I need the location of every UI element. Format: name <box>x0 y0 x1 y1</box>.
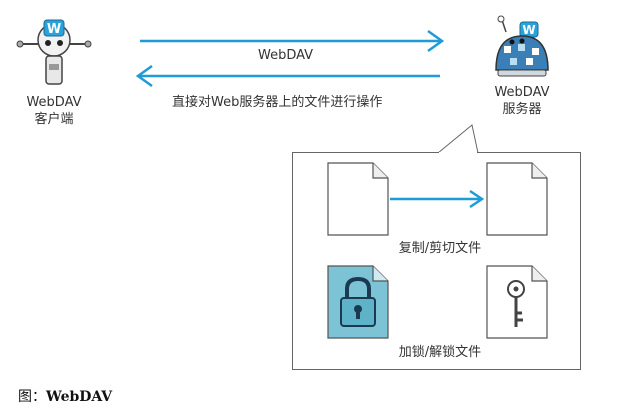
caption-title: WebDAV <box>46 389 113 405</box>
caption-prefix: 图： <box>18 389 46 405</box>
response-arrow-label: 直接对Web服务器上的文件进行操作 <box>172 95 383 110</box>
svg-text:W: W <box>522 23 535 37</box>
callout-joint <box>439 152 477 154</box>
server-role: 服务器 <box>502 102 542 117</box>
svg-text:W: W <box>47 22 61 37</box>
communication-arrows <box>135 29 445 88</box>
client-label: WebDAV 客户端 <box>14 94 94 128</box>
server-name: WebDAV <box>494 85 550 100</box>
copy-source-file-icon <box>327 162 389 236</box>
request-arrow <box>140 29 445 53</box>
key-file-icon <box>486 265 548 339</box>
key-icon <box>507 280 525 327</box>
client-name: WebDAV <box>26 95 82 110</box>
callout-pointer <box>436 124 479 154</box>
client-role: 客户端 <box>34 112 74 127</box>
client-robot-icon: W <box>14 12 94 92</box>
server-robot-icon: W <box>482 14 562 84</box>
locked-file-icon <box>327 265 389 339</box>
copy-arrow <box>390 189 485 209</box>
lock-unlock-label: 加锁/解锁文件 <box>398 345 482 360</box>
request-arrow-label: WebDAV <box>258 48 314 63</box>
server-label: WebDAV 服务器 <box>482 84 562 118</box>
response-arrow <box>135 64 440 88</box>
copy-cut-label: 复制/剪切文件 <box>398 241 482 256</box>
padlock-icon <box>340 276 376 327</box>
copy-target-file-icon <box>486 162 548 236</box>
figure-caption: 图：WebDAV <box>18 386 112 406</box>
